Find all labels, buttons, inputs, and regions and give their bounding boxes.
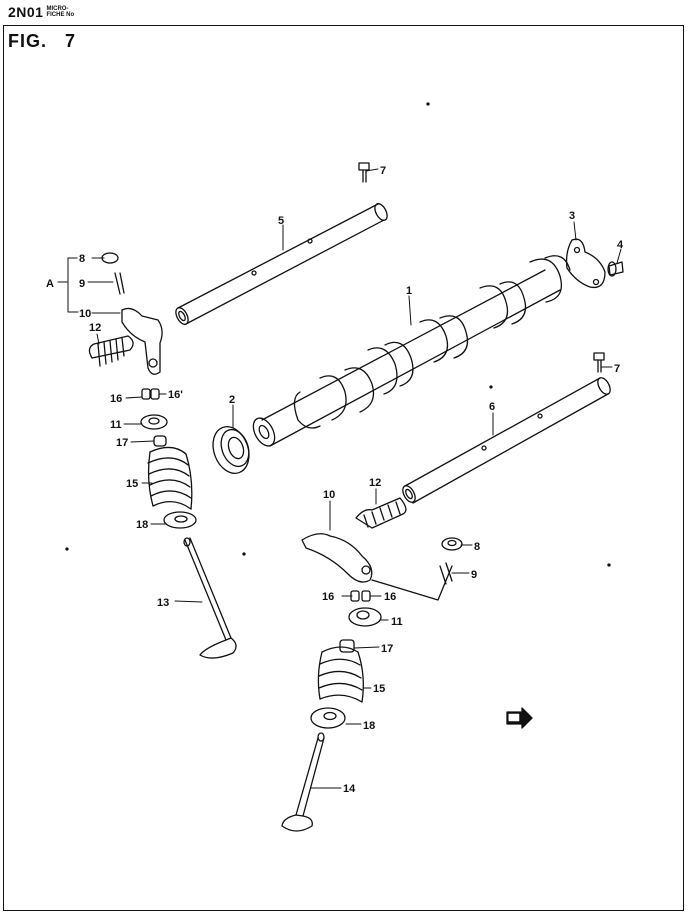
figure-label: FIG. <box>8 31 47 51</box>
label-7-lower: 7 <box>614 363 620 375</box>
rocker-spring-upper <box>88 335 134 367</box>
microfiche-code: 2N01 <box>8 4 44 20</box>
label-16-lower: 16 <box>322 591 334 603</box>
label-11-upper: 11 <box>110 419 122 431</box>
exhaust-valve <box>281 732 325 832</box>
label-17-upper: 17 <box>116 437 128 449</box>
label-15-lower: 15 <box>373 683 385 695</box>
label-9-lower: 9 <box>471 569 477 581</box>
valve-cotter-upper <box>141 388 160 400</box>
adjusting-screw-upper <box>114 272 125 295</box>
camshaft <box>252 255 571 447</box>
spring-seat-lower <box>310 707 346 729</box>
microfiche-caption: MICRO- FICHE No <box>46 6 74 18</box>
label-6: 6 <box>489 401 495 413</box>
camshaft-plate <box>565 238 606 289</box>
speck <box>242 552 246 556</box>
label-8-upper: 8 <box>79 253 85 265</box>
oil-seal <box>212 426 250 474</box>
intake-valve <box>183 537 237 659</box>
label-8-lower: 8 <box>474 541 480 553</box>
direction-arrow-icon <box>506 707 533 729</box>
figure-number: 7 <box>65 31 77 51</box>
rocker-shaft-upper <box>175 203 388 325</box>
speck <box>489 385 493 389</box>
label-A: A <box>46 278 54 290</box>
label-18-upper: 18 <box>136 519 148 531</box>
valve-spring-upper <box>147 446 193 510</box>
plate-bolt <box>607 261 624 277</box>
header: 2N01 MICRO- FICHE No <box>8 4 74 20</box>
rocker-arm-upper <box>121 307 163 375</box>
label-1: 1 <box>406 285 412 297</box>
label-4: 4 <box>617 239 624 251</box>
speck <box>607 563 611 567</box>
spring-retainer-upper <box>140 414 168 430</box>
label-17-lower: 17 <box>381 643 393 655</box>
spring-seat-upper <box>163 511 197 529</box>
label-3: 3 <box>569 210 575 222</box>
label-16-upper: 16 <box>110 393 122 405</box>
rocker-spring-lower <box>355 497 407 529</box>
oil-seal-valve-upper <box>153 435 167 447</box>
leader-lines <box>57 168 622 789</box>
label-5: 5 <box>278 215 284 227</box>
adjusting-nut-lower <box>441 537 463 551</box>
speck <box>426 102 430 106</box>
microfiche-caption-line1: MICRO- <box>46 6 69 12</box>
label-10-upper: 10 <box>79 308 91 320</box>
rocker-shaft-lower <box>402 377 611 504</box>
part-labels: 7 7 5 6 1 2 3 4 A 8 9 10 12 16 16' 11 17… <box>46 165 624 795</box>
rocker-arm-lower <box>301 533 373 583</box>
figure-title: FIG. 7 <box>8 31 76 52</box>
valve-cotter-lower <box>350 590 371 602</box>
label-12-lower: 12 <box>369 477 381 489</box>
label-16-lower-2: 16 <box>384 591 396 603</box>
label-10-lower: 10 <box>323 489 335 501</box>
label-18-lower: 18 <box>363 720 375 732</box>
label-2: 2 <box>229 394 235 406</box>
shaft-bolt-upper <box>358 162 370 183</box>
label-9-upper: 9 <box>79 278 85 290</box>
valve-spring-lower <box>317 646 364 703</box>
spring-retainer-lower <box>348 607 382 627</box>
label-14: 14 <box>343 783 356 795</box>
label-15-upper: 15 <box>126 478 138 490</box>
microfiche-caption-line2: FICHE No <box>46 12 75 18</box>
oil-seal-valve-lower <box>339 639 355 653</box>
label-11-lower: 11 <box>391 616 403 628</box>
speck <box>65 547 69 551</box>
label-13: 13 <box>157 597 169 609</box>
figure-frame <box>3 25 684 911</box>
label-12-upper: 12 <box>89 322 101 334</box>
shaft-bolt-lower <box>593 352 605 373</box>
label-7-upper: 7 <box>380 165 386 177</box>
adjusting-assembly-leader <box>371 565 453 601</box>
label-16-prime: 16' <box>168 389 183 401</box>
